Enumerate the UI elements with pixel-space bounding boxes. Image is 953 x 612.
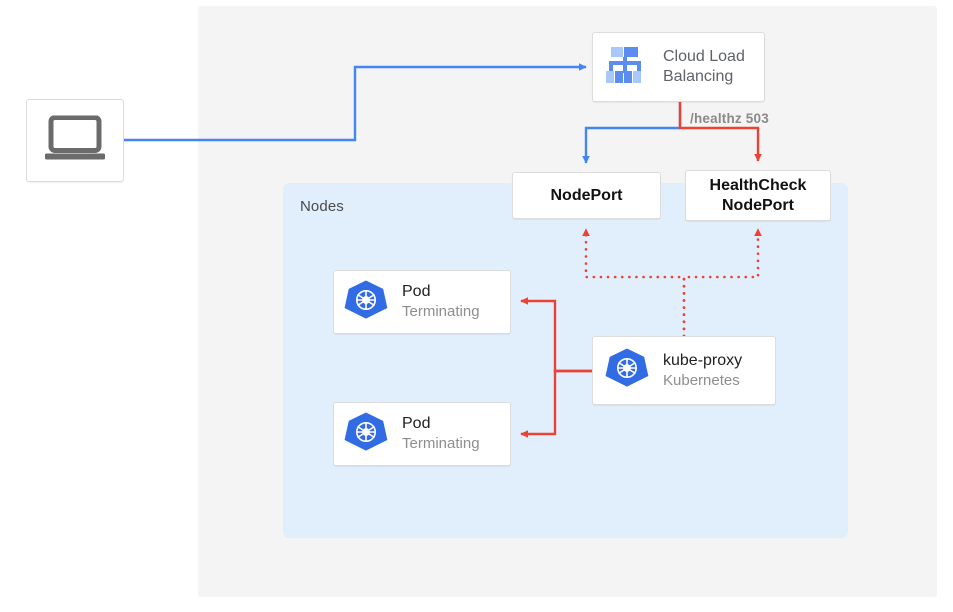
edge-clb-to-nodeport	[582, 102, 682, 164]
cloud-load-balancing-text: Cloud Load Balancing	[663, 47, 745, 87]
edge-kubeproxy-to-pod2	[520, 369, 592, 438]
edge-client-to-clb	[124, 63, 587, 142]
pod-1-status: Terminating	[402, 303, 480, 321]
pod-1-text: Pod Terminating	[402, 282, 480, 322]
nodeport-node[interactable]: NodePort	[512, 172, 661, 219]
clb-title-line2: Balancing	[663, 68, 734, 85]
kube-proxy-title: kube-proxy	[663, 351, 743, 369]
pod-2-title: Pod	[402, 415, 431, 433]
cloud-load-balancing-icon	[603, 44, 647, 91]
edge-kubeproxy-to-healthcheck	[682, 227, 762, 338]
pod-2-status: Terminating	[402, 435, 480, 453]
edge-kubeproxy-to-pod1	[520, 297, 592, 373]
healthcheck-nodeport-label: HealthCheck NodePort	[710, 176, 807, 216]
kubernetes-icon	[344, 410, 388, 459]
laptop-icon	[44, 114, 106, 166]
kubernetes-icon	[605, 346, 649, 395]
cloud-load-balancing-node[interactable]: Cloud Load Balancing	[592, 32, 765, 102]
pod-node-2[interactable]: Pod Terminating	[333, 402, 511, 466]
nodes-region-label: Nodes	[300, 198, 344, 215]
healthz-edge-label: /healthz 503	[690, 111, 769, 126]
kube-proxy-node[interactable]: kube-proxy Kubernetes	[592, 336, 776, 405]
pod-node-1[interactable]: Pod Terminating	[333, 270, 511, 334]
healthcheck-nodeport-line1: HealthCheck	[709, 176, 807, 194]
edge-kubeproxy-to-nodeport	[582, 227, 686, 338]
pod-1-title: Pod	[402, 283, 431, 301]
clb-title-line1: Cloud Load	[663, 48, 745, 65]
nodeport-label: NodePort	[550, 186, 623, 204]
client-node[interactable]	[26, 99, 124, 182]
pod-2-text: Pod Terminating	[402, 414, 480, 454]
kube-proxy-text: kube-proxy Kubernetes	[663, 351, 742, 391]
kubernetes-icon	[344, 278, 388, 327]
healthcheck-nodeport-line2: NodePort	[721, 196, 794, 214]
kube-proxy-subtitle: Kubernetes	[663, 371, 740, 389]
edge-clb-to-healthcheck	[678, 102, 762, 162]
healthcheck-nodeport-node[interactable]: HealthCheck NodePort	[685, 170, 831, 221]
